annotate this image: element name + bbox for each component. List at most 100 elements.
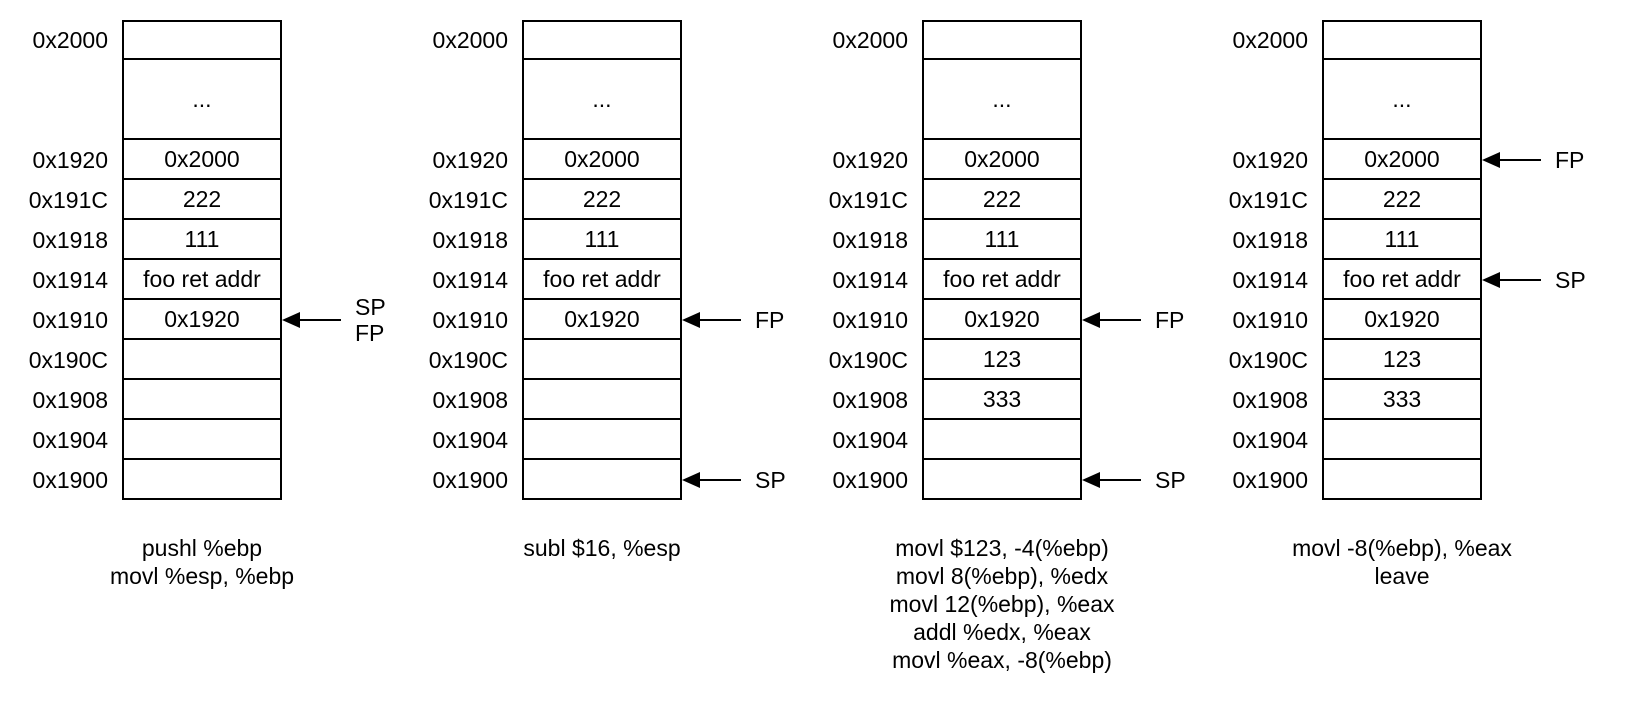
pointer-label: FP	[1155, 307, 1185, 333]
pointer-slot	[682, 220, 810, 260]
pointer-slot	[1082, 20, 1210, 60]
stack-cell: ...	[922, 60, 1082, 140]
stack-row: 0x2000	[1226, 20, 1610, 60]
pointer-arrow: SP	[682, 467, 786, 493]
pointer-labels: SP	[1555, 267, 1586, 293]
address-label: 0x1900	[1232, 466, 1308, 493]
pointer-slot	[682, 60, 810, 140]
stack-cell	[122, 340, 282, 380]
address-label: 0x1908	[1232, 386, 1308, 413]
stack-cell: 0x1920	[922, 300, 1082, 340]
instruction-line: movl 12(%ebp), %eax	[889, 591, 1115, 617]
pointer-slot	[682, 180, 810, 220]
pointer-label: SP	[1555, 267, 1586, 293]
pointer-slot: FP	[1482, 140, 1610, 180]
address-label: 0x191C	[428, 186, 508, 213]
address-label: 0x1914	[832, 266, 908, 293]
pointer-label: FP	[1555, 147, 1585, 173]
stack-cell	[522, 340, 682, 380]
address-label: 0x1918	[432, 226, 508, 253]
address-label: 0x190C	[1228, 346, 1308, 373]
pointer-slot	[1482, 60, 1610, 140]
pointer-slot	[282, 340, 410, 380]
stack-cell	[922, 20, 1082, 60]
stack-row: 0x1910 0x1920 FP	[826, 300, 1210, 340]
pointer-arrow: SP	[1082, 467, 1186, 493]
stack-row-ellipsis: ...	[826, 60, 1210, 140]
address-label	[826, 60, 922, 140]
stack-cell	[522, 20, 682, 60]
stack-cell	[522, 460, 682, 500]
address-label: 0x1910	[1232, 306, 1308, 333]
arrow-line	[700, 478, 741, 482]
pointer-slot	[282, 180, 410, 220]
stack-row: 0x1904	[426, 420, 810, 460]
address-label: 0x191C	[28, 186, 108, 213]
pointer-slot	[1482, 340, 1610, 380]
instruction-caption: subl $16, %esp	[523, 534, 680, 562]
stack-cell	[1322, 460, 1482, 500]
stack-cell: 0x2000	[522, 140, 682, 180]
address-label	[26, 60, 122, 140]
instruction-line: movl %esp, %ebp	[109, 563, 295, 589]
address-label: 0x1914	[1232, 266, 1308, 293]
pointer-slot	[682, 140, 810, 180]
instruction-line: movl 8(%ebp), %edx	[895, 563, 1109, 589]
address-label: 0x191C	[828, 186, 908, 213]
address-label: 0x190C	[28, 346, 108, 373]
stack-row: 0x1904	[826, 420, 1210, 460]
stack-cell: 111	[1322, 220, 1482, 260]
address-label: 0x1900	[32, 466, 108, 493]
pointer-slot	[1482, 220, 1610, 260]
stack-row: 0x1900	[26, 460, 410, 500]
stack-cell	[522, 420, 682, 460]
pointer-slot	[682, 420, 810, 460]
instruction-line: movl $123, -4(%ebp)	[895, 535, 1109, 561]
address-label: 0x1904	[32, 426, 108, 453]
stack-cell	[922, 420, 1082, 460]
stack-row: 0x190C 123	[1226, 340, 1610, 380]
stack-cell: 111	[122, 220, 282, 260]
address-label: 0x190C	[828, 346, 908, 373]
pointer-slot	[282, 140, 410, 180]
address-label: 0x1908	[32, 386, 108, 413]
pointer-slot	[1082, 220, 1210, 260]
pointer-slot	[1082, 260, 1210, 300]
pointer-slot	[282, 420, 410, 460]
pointer-slot	[1082, 380, 1210, 420]
stack-row: 0x1904	[26, 420, 410, 460]
stack-cell: 0x2000	[122, 140, 282, 180]
pointer-label: FP	[355, 320, 385, 346]
stack-cell: 123	[1322, 340, 1482, 380]
pointer-slot	[1482, 460, 1610, 500]
pointer-slot	[1082, 140, 1210, 180]
address-label: 0x1910	[432, 306, 508, 333]
pointer-labels: FP	[1155, 307, 1184, 333]
stack-cell: foo ret addr	[122, 260, 282, 300]
pointer-label: FP	[755, 307, 785, 333]
stack-cell: 0x2000	[922, 140, 1082, 180]
instruction-line: leave	[1374, 563, 1430, 589]
stack-cell	[122, 380, 282, 420]
address-label: 0x1920	[32, 146, 108, 173]
stack-cell	[122, 20, 282, 60]
stack-cell: 111	[522, 220, 682, 260]
address-label: 0x1914	[32, 266, 108, 293]
stack-cell: ...	[1322, 60, 1482, 140]
address-label: 0x1910	[832, 306, 908, 333]
instruction-line: movl -8(%ebp), %eax	[1292, 535, 1512, 561]
stack-cell: 222	[1322, 180, 1482, 220]
left-arrow-icon	[282, 312, 300, 328]
stack-row: 0x1900	[1226, 460, 1610, 500]
pointer-slot: FP	[1082, 300, 1210, 340]
